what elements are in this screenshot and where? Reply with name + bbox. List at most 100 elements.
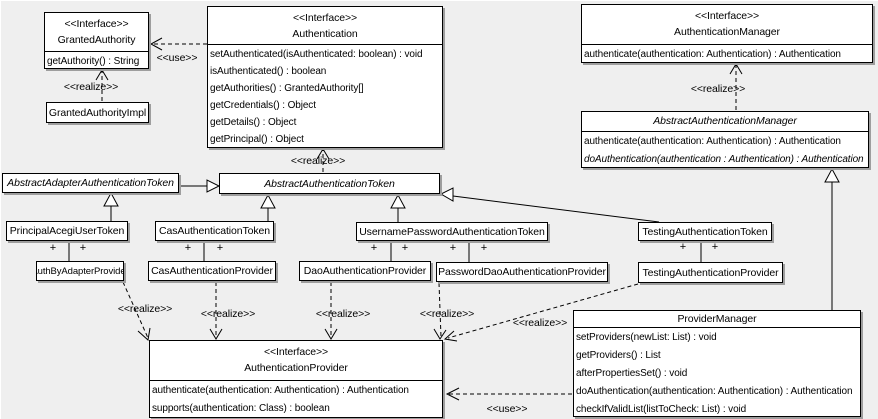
generalization-testingtoken-to-abstractauthtoken: [439, 187, 660, 223]
class-username-password-authentication-token: UsernamePasswordAuthenticationToken: [356, 222, 548, 241]
realize-abstractauthmanager-to-authmanager: [729, 63, 743, 110]
class-title: <<Interface>> Authentication: [208, 7, 442, 44]
method: getDetails() : Object: [210, 117, 297, 128]
class-name: PrincipalAcegiUserToken: [9, 225, 125, 237]
method-compartment: authenticate(authentication: Authenticat…: [582, 44, 872, 64]
association-end-plus: +: [711, 241, 719, 253]
use-label: <<use>>: [486, 403, 528, 415]
class-name: PasswordDaoAuthenticationProvider: [438, 266, 606, 278]
method: authenticate(authentication: Authenticat…: [584, 49, 841, 60]
class-name: AuthenticationProvider: [244, 362, 348, 374]
use-label: <<use>>: [156, 52, 198, 64]
class-title: <<Interface>> AuthenticationManager: [582, 5, 872, 44]
method: getPrincipal() : Object: [210, 134, 304, 145]
association-end-plus: +: [49, 242, 57, 254]
realize-grantedauthorityimpl-to-grantedauthority: [95, 69, 109, 101]
realize-label: <<realize>>: [512, 317, 568, 329]
realize-label: <<realize>>: [63, 81, 119, 93]
class-name: AuthByAdapterProvider: [36, 265, 124, 277]
realize-daoprovider-to-authprovider: [324, 282, 338, 340]
association-end-plus: +: [401, 242, 409, 254]
stereotype-label: <<Interface>>: [694, 10, 760, 22]
generalization-providermanager-to-abstractauthmanager: [824, 167, 840, 310]
realize-label: <<realize>>: [290, 155, 346, 167]
realize-label: <<realize>>: [419, 308, 475, 320]
association-end-plus: +: [679, 241, 687, 253]
class-name: UsernamePasswordAuthenticationToken: [359, 225, 545, 238]
realize-abstractauthtoken-to-authentication: [316, 148, 330, 172]
class-title: <<Interface>> GrantedAuthority: [45, 13, 148, 51]
method: getAuthorities() : GrantedAuthority[]: [210, 83, 364, 94]
class-password-dao-authentication-provider: PasswordDaoAuthenticationProvider: [436, 262, 608, 282]
class-name: AbstractAdapterAuthenticationToken: [7, 177, 174, 189]
class-name: DaoAuthenticationProvider: [303, 265, 427, 277]
realize-label: <<realize>>: [117, 303, 173, 315]
class-cas-authentication-provider: CasAuthenticationProvider: [148, 261, 276, 281]
realize-passworddao-to-authprovider: [433, 282, 447, 340]
stereotype-label: <<Interface>>: [64, 18, 129, 30]
method-compartment: getAuthority() : String: [45, 51, 148, 70]
use-providermanager-to-authprovider: [445, 387, 572, 401]
class-granted-authority-impl: GrantedAuthorityImpl: [46, 102, 149, 123]
method: afterPropertiesSet() : void: [576, 368, 688, 379]
method-compartment: authenticate(authentication: Authenticat…: [150, 380, 442, 418]
generalization-cas-to-abstractauthtoken: [260, 193, 276, 221]
class-name: Authentication: [292, 28, 358, 40]
method: authenticate(authentication: Authenticat…: [152, 385, 409, 396]
class-authentication-manager: <<Interface>> AuthenticationManager auth…: [581, 4, 873, 63]
generalization-abstractadapter-to-abstractauthtoken: [179, 179, 221, 193]
class-name: TestingAuthenticationProvider: [642, 266, 779, 279]
class-name: ProviderManager: [677, 313, 757, 325]
class-cas-authentication-token: CasAuthenticationToken: [155, 221, 274, 241]
realize-label: <<realize>>: [200, 308, 256, 320]
association-end-plus: +: [216, 242, 224, 254]
method-compartment: setAuthenticated(isAuthenticated: boolea…: [208, 44, 442, 148]
realize-testingprovider-to-authprovider: [443, 283, 639, 342]
class-dao-authentication-provider: DaoAuthenticationProvider: [299, 261, 431, 281]
association-end-plus: +: [370, 242, 378, 254]
class-provider-manager: ProviderManager setProviders(newList: Li…: [573, 310, 861, 417]
association-end-plus: +: [480, 242, 488, 254]
class-name: TestingAuthenticationToken: [642, 225, 768, 238]
association-end-plus: +: [449, 242, 457, 254]
class-title: <<Interface>> AuthenticationProvider: [150, 341, 442, 380]
class-name: GrantedAuthorityImpl: [48, 106, 147, 119]
realize-casprovider-to-authprovider: [209, 282, 223, 340]
method: getCredentials() : Object: [210, 100, 316, 111]
method: isAuthenticated() : boolean: [210, 66, 327, 77]
method: doAuthentication(authentication : Authen…: [584, 154, 864, 165]
class-name: AbstractAuthenticationToken: [264, 177, 395, 190]
realize-label: <<realize>>: [315, 308, 371, 320]
method-compartment: authenticate(authentication: Authenticat…: [582, 131, 868, 169]
class-granted-authority: <<Interface>> GrantedAuthority getAuthor…: [44, 12, 149, 69]
class-abstract-authentication-manager: AbstractAuthenticationManager authentica…: [581, 111, 869, 168]
class-name: CasAuthenticationProvider: [151, 265, 273, 277]
class-name: CasAuthenticationToken: [158, 225, 271, 237]
generalization-usernamepassword-to-abstractauthtoken: [390, 193, 406, 222]
class-authentication-provider: <<Interface>> AuthenticationProvider aut…: [149, 340, 443, 418]
method: supports(authentication: Class) : boolea…: [152, 403, 330, 414]
realize-authbyadapter-to-authprovider: [122, 281, 151, 341]
stereotype-label: <<Interface>>: [292, 12, 358, 24]
class-testing-authentication-token: TestingAuthenticationToken: [638, 222, 772, 241]
method: setAuthenticated(isAuthenticated: boolea…: [210, 49, 423, 60]
class-name: GrantedAuthority: [57, 34, 136, 46]
class-auth-by-adapter-provider: AuthByAdapterProvider: [36, 261, 124, 281]
use-authentication-to-grantedauthority: [149, 37, 207, 51]
method: setProviders(newList: List) : void: [576, 332, 717, 343]
class-name: AuthenticationManager: [674, 26, 780, 38]
method-compartment: setProviders(newList: List) : void getPr…: [574, 327, 860, 419]
association-end-plus: +: [184, 242, 192, 254]
class-testing-authentication-provider: TestingAuthenticationProvider: [638, 262, 783, 283]
method: checkIfValidList(listToCheck: List) : vo…: [576, 404, 747, 415]
stereotype-label: <<Interface>>: [263, 346, 329, 358]
class-principal-acegi-user-token: PrincipalAcegiUserToken: [6, 221, 128, 241]
association-end-plus: +: [79, 242, 87, 254]
class-name: AbstractAuthenticationManager: [653, 115, 797, 127]
class-authentication: <<Interface>> Authentication setAuthenti…: [207, 6, 443, 148]
class-abstract-authentication-token: AbstractAuthenticationToken: [219, 173, 440, 194]
method: getProviders() : List: [576, 350, 661, 361]
class-abstract-adapter-authentication-token: AbstractAdapterAuthenticationToken: [2, 173, 179, 193]
